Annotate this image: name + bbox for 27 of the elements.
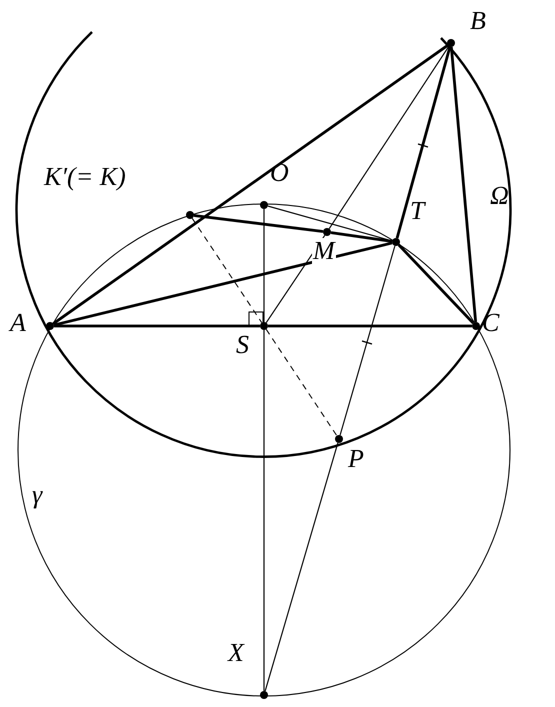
point-label: M (312, 238, 336, 264)
line-segment (52, 44, 449, 325)
line-segment (340, 246, 396, 436)
line-segment (268, 324, 472, 328)
point-label: A (10, 310, 26, 336)
line-segment (398, 244, 474, 324)
line-segment (263, 330, 265, 691)
line-segment (396, 46, 452, 239)
line-segment (54, 324, 260, 328)
line-segment (330, 231, 392, 243)
line-segment (328, 46, 450, 229)
dashed-line (192, 218, 262, 324)
point-label: B (470, 8, 486, 34)
line-segment (194, 214, 324, 233)
dashed-line (266, 328, 338, 436)
line-segment (268, 206, 392, 242)
point-label: S (236, 332, 249, 358)
point-label: K′(= K) (44, 164, 126, 190)
point-label: P (348, 446, 364, 472)
line-segment (450, 46, 478, 322)
point-label: X (228, 640, 244, 666)
line-segment (54, 242, 392, 326)
circle-label: Ω (490, 183, 509, 209)
line-segment (264, 442, 338, 692)
circle-label: γ (32, 482, 42, 508)
point-label: T (410, 198, 424, 224)
line-segment (263, 209, 265, 322)
